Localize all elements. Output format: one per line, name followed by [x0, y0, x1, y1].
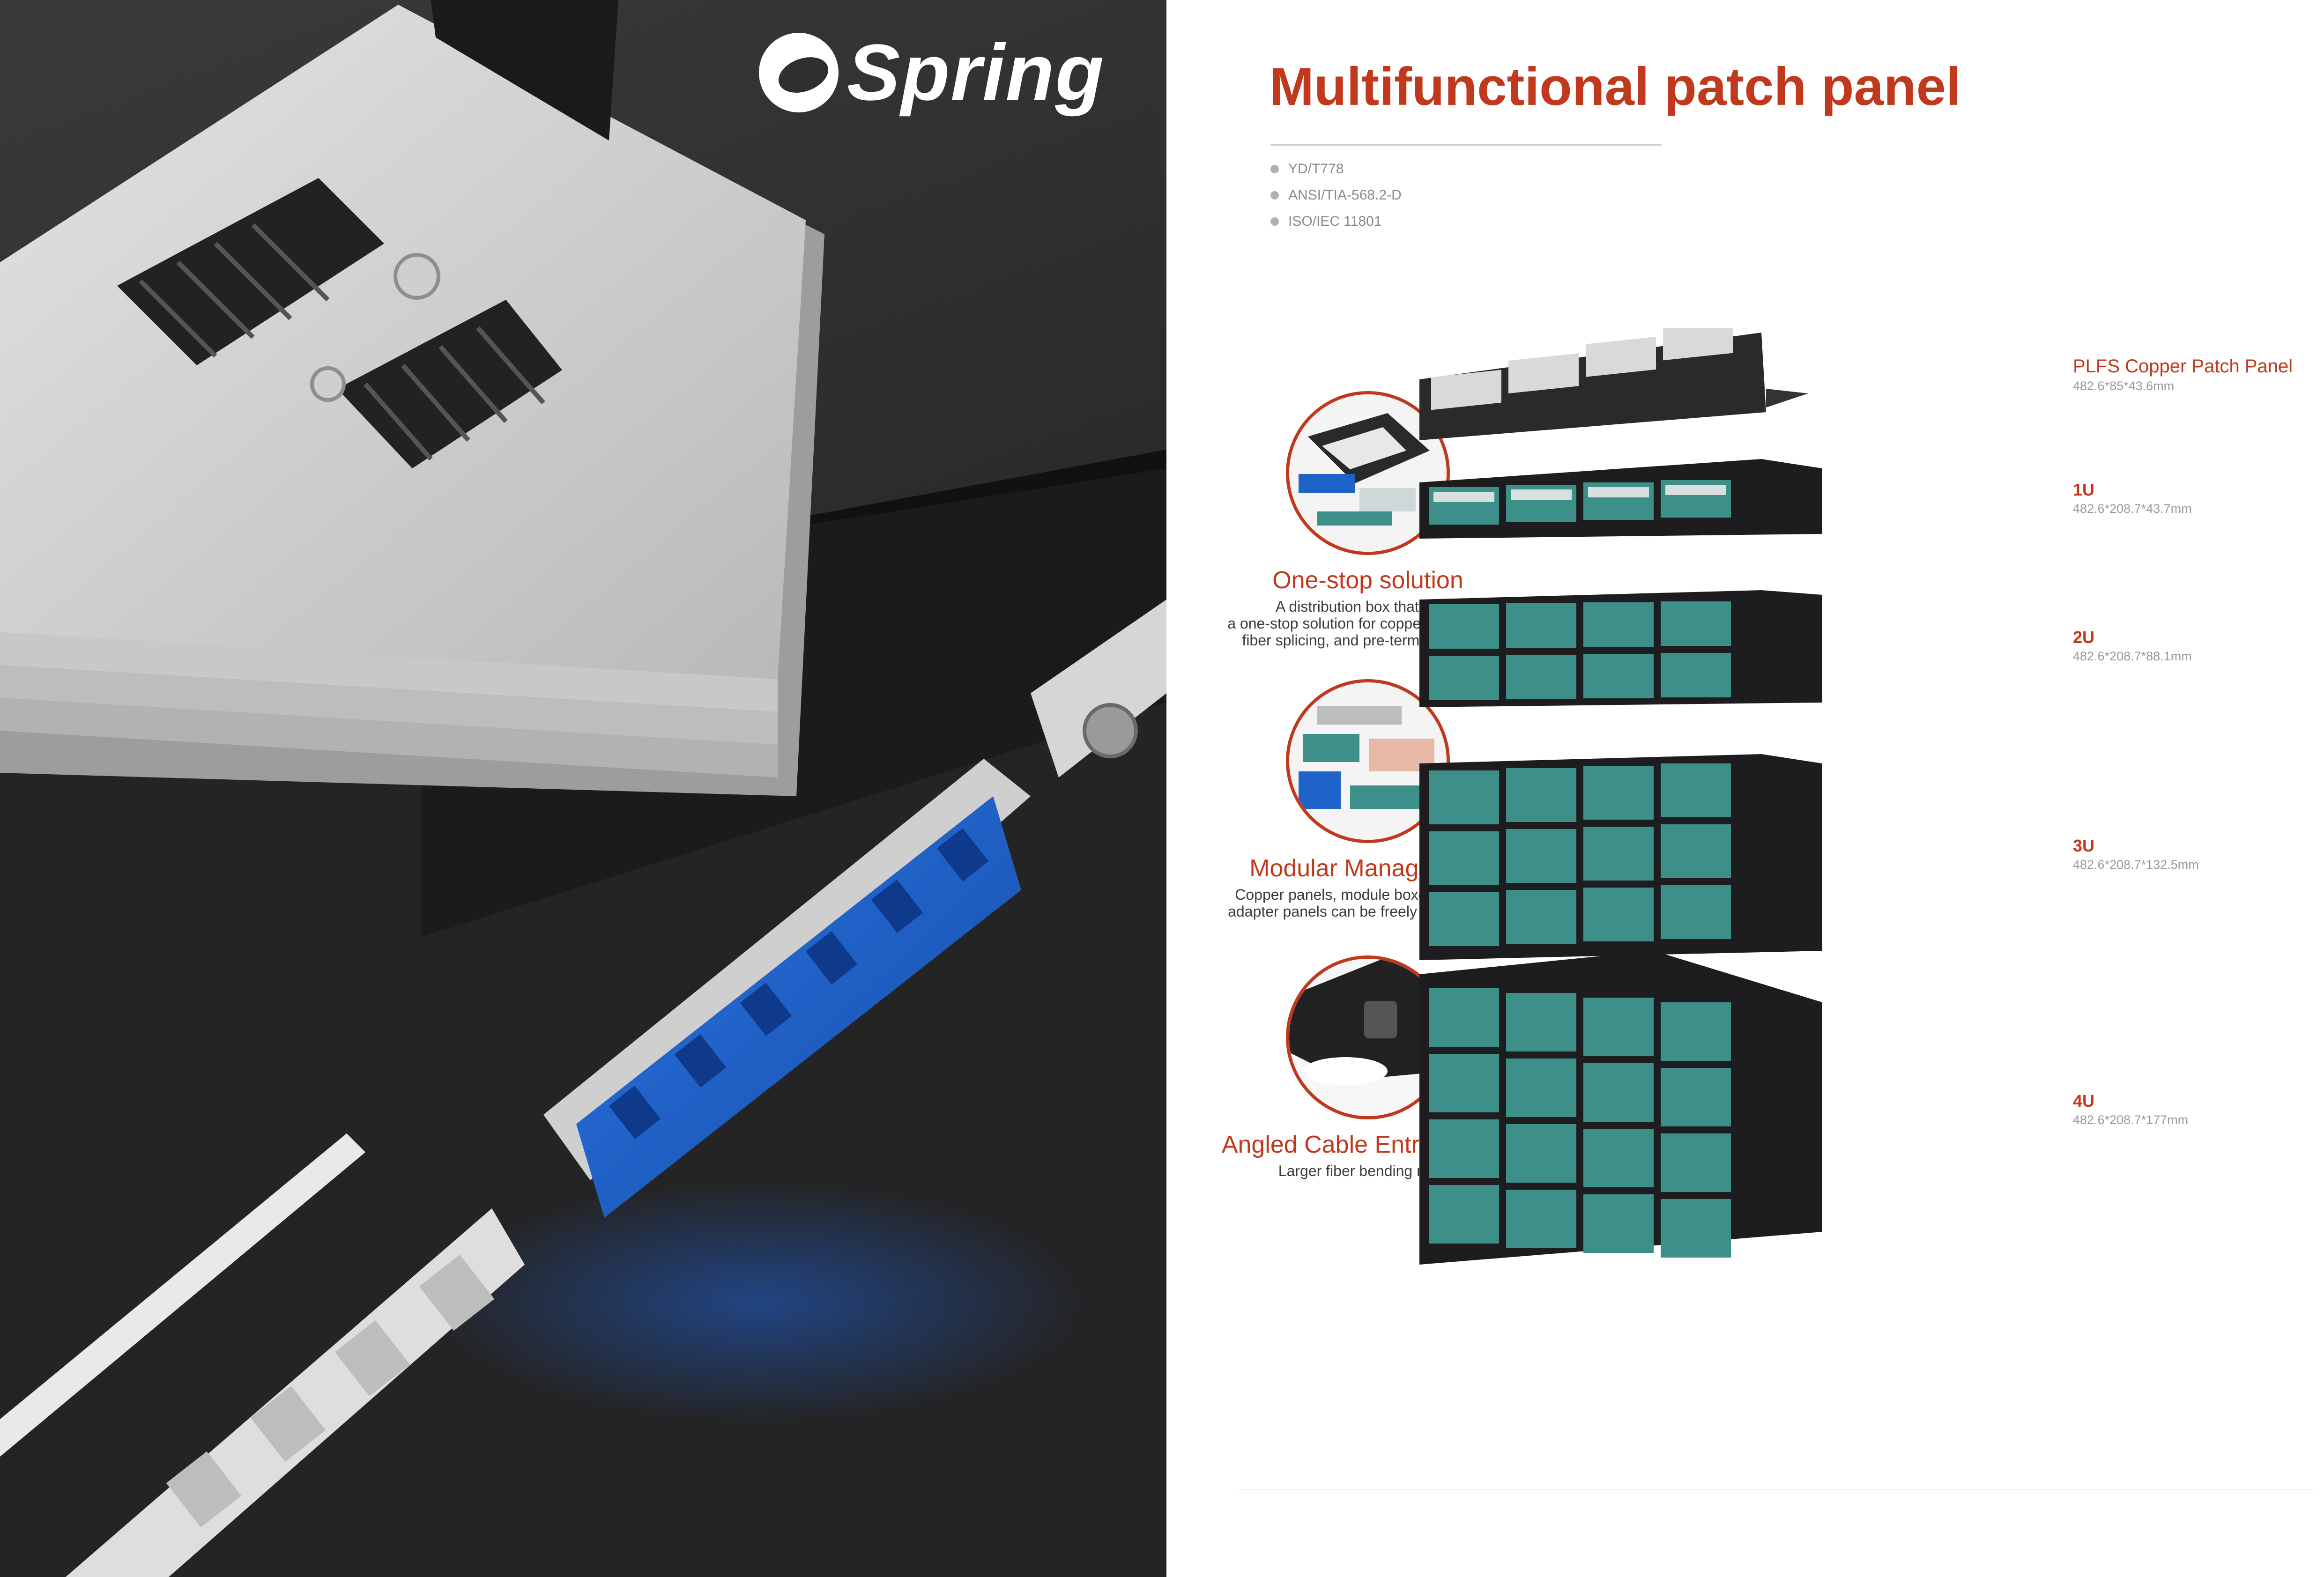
- page-title: Multifunctional patch panel: [1270, 57, 1961, 117]
- panel-1u-image: [1419, 459, 1822, 539]
- product-label-plfs: PLFS Copper Patch Panel 482.6*85*43.6mm: [2073, 356, 2293, 393]
- splice-tray: [0, 0, 824, 796]
- standard-item: YD/T778: [1270, 156, 1402, 182]
- bullet-icon: [1270, 165, 1279, 173]
- spring-logo-icon: [759, 33, 839, 112]
- product-dimensions: 482.6*85*43.6mm: [2073, 379, 2175, 393]
- standards-list: YD/T778 ANSI/TIA-568.2-D ISO/IEC 11801: [1270, 156, 1402, 235]
- feature-modular: Modular Management Copper panels, module…: [1204, 679, 1532, 920]
- hero-photo: Spring: [0, 0, 1166, 1577]
- product-dimensions: 482.6*208.7*132.5mm: [2073, 858, 2199, 872]
- brand-name: Spring: [847, 28, 1105, 117]
- product-name: PLFS Copper Patch Panel: [2073, 356, 2293, 377]
- product-name: 3U: [2073, 836, 2095, 855]
- fiber-adapter-module: [543, 759, 1031, 1218]
- title-divider: [1270, 144, 1662, 146]
- product-name: 2U: [2073, 628, 2095, 647]
- product-label-1u: 1U 482.6*208.7*43.7mm: [2073, 480, 2192, 516]
- panel-2u-image: [1419, 590, 1822, 707]
- product-name: 1U: [2073, 480, 2095, 499]
- plfs-copper-panel-image: [1419, 328, 1808, 440]
- product-dimensions: 482.6*208.7*43.7mm: [2073, 502, 2192, 516]
- brand-logo: Spring: [759, 19, 1143, 126]
- bullet-icon: [1270, 217, 1279, 226]
- bullet-icon: [1270, 191, 1279, 200]
- footer-divider: [1237, 1489, 2314, 1490]
- panel-4u-image: [1419, 951, 1822, 1265]
- hero-photo-illustration: [0, 0, 1166, 1577]
- feature-image-modular: [1286, 679, 1450, 843]
- product-panels: [1419, 328, 1822, 1265]
- feature-title: One-stop solution: [1272, 567, 1463, 594]
- product-label-2u: 2U 482.6*208.7*88.1mm: [2073, 628, 2192, 664]
- product-dimensions: 482.6*208.7*88.1mm: [2073, 649, 2192, 663]
- product-label-4u: 4U 482.6*208.7*177mm: [2073, 1091, 2188, 1127]
- panel-3u-image: [1419, 754, 1822, 960]
- standard-item: ISO/IEC 11801: [1270, 208, 1402, 235]
- standard-item: ANSI/TIA-568.2-D: [1270, 182, 1402, 208]
- content-panel: Multifunctional patch panel YD/T778 ANSI…: [1166, 0, 2324, 1577]
- product-name: 4U: [2073, 1091, 2095, 1111]
- product-dimensions: 482.6*208.7*177mm: [2073, 1113, 2189, 1127]
- product-label-3u: 3U 482.6*208.7*132.5mm: [2073, 836, 2199, 872]
- copper-keystone-module: [66, 1208, 525, 1577]
